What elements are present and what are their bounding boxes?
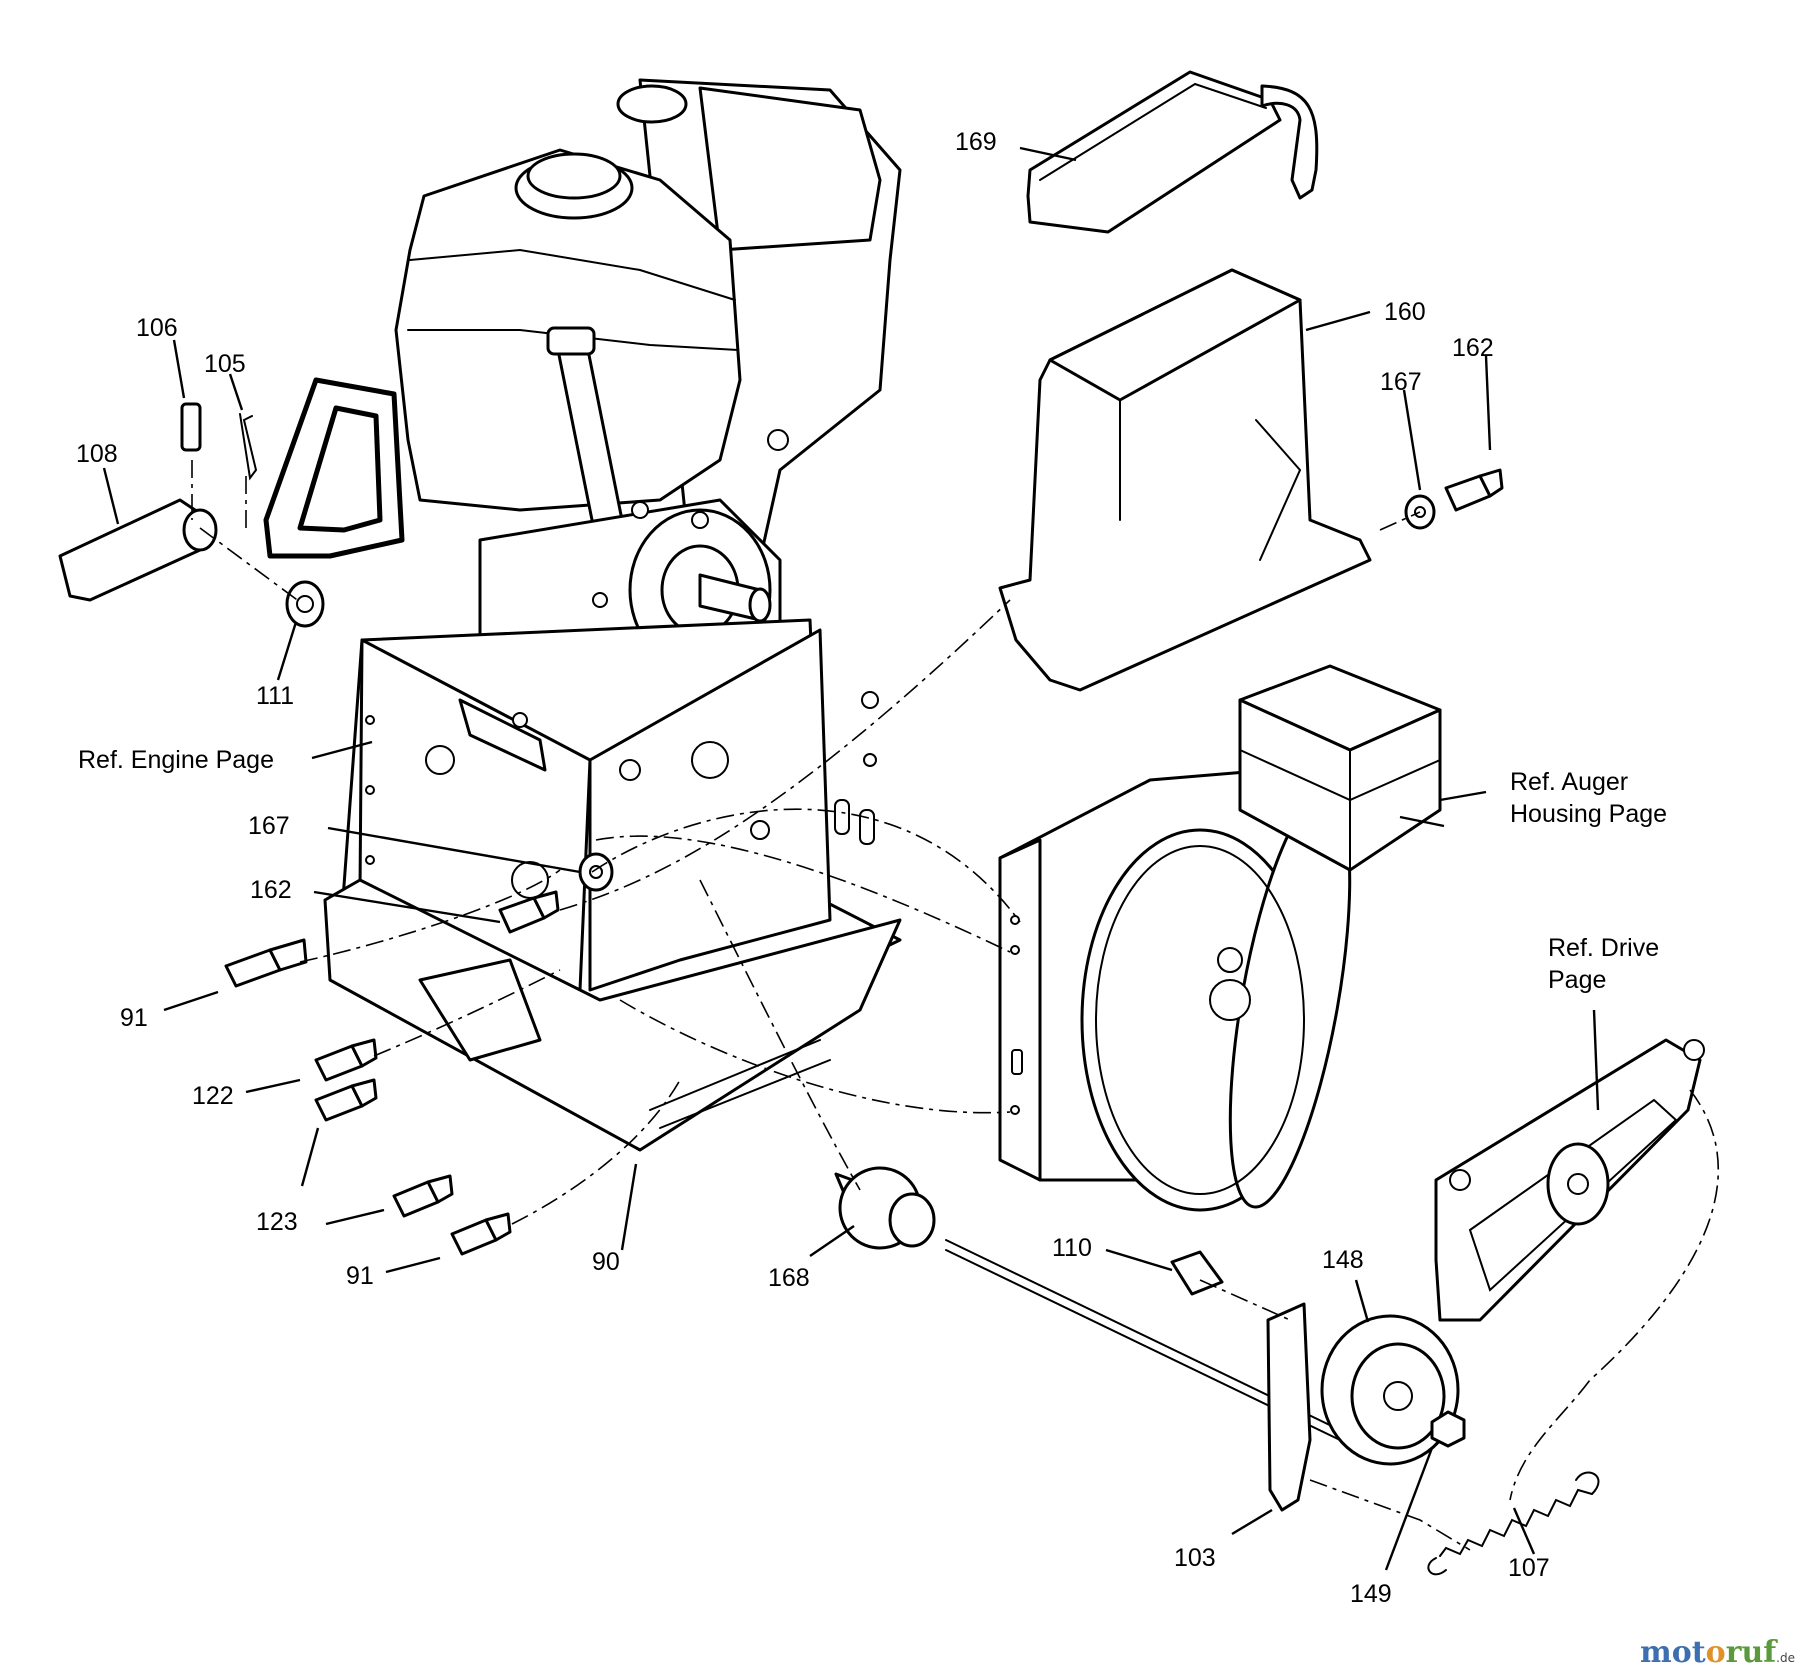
drive-bracket xyxy=(1434,1038,1705,1322)
belt-cover-169 xyxy=(1026,70,1319,234)
ref-drive-line1: Ref. Drive xyxy=(1548,934,1659,962)
ref-auger-line2: Housing Page xyxy=(1510,800,1667,828)
callout-160: 160 xyxy=(1384,298,1426,326)
watermark-text: motoruf.de xyxy=(1640,1635,1795,1670)
callout-91: 91 xyxy=(120,1004,148,1032)
fasteners xyxy=(58,402,1600,1576)
callout-167b: 167 xyxy=(248,812,290,840)
callout-108: 108 xyxy=(76,440,118,468)
ref-engine-page: Ref. Engine Page xyxy=(78,746,274,774)
auger-housing xyxy=(998,664,1442,1212)
engine-assembly xyxy=(263,78,902,722)
callout-162b: 162 xyxy=(250,876,292,904)
callout-91b: 91 xyxy=(346,1262,374,1290)
callout-149: 149 xyxy=(1350,1580,1392,1608)
assembly-lines xyxy=(191,460,1719,1551)
ref-drive-line2: Page xyxy=(1548,966,1606,994)
callout-122: 122 xyxy=(192,1082,234,1110)
callout-123: 123 xyxy=(256,1208,298,1236)
reference-labels: Ref. Engine Page Ref. Auger Housing Page… xyxy=(78,746,1667,994)
callout-111: 111 xyxy=(256,682,294,710)
watermark-logo: motoruf.de xyxy=(1640,1635,1795,1670)
frame-assembly xyxy=(323,618,902,1152)
callout-103: 103 xyxy=(1174,1544,1216,1572)
callout-110: 110 xyxy=(1052,1234,1092,1262)
callout-107: 107 xyxy=(1508,1554,1550,1582)
callout-105: 105 xyxy=(204,350,246,378)
callout-167: 167 xyxy=(1380,368,1422,396)
callout-106: 106 xyxy=(136,314,178,342)
callout-168: 168 xyxy=(768,1264,810,1292)
callout-labels: 169 160 162 167 106 105 108 111 167 162 … xyxy=(76,128,1550,1608)
leader-lines xyxy=(102,146,1600,1571)
callout-90: 90 xyxy=(592,1248,620,1276)
callout-148: 148 xyxy=(1322,1246,1364,1274)
ref-auger-line1: Ref. Auger xyxy=(1510,768,1628,796)
belt-guard-160 xyxy=(998,268,1372,692)
callout-162: 162 xyxy=(1452,334,1494,362)
callout-169: 169 xyxy=(955,128,997,156)
